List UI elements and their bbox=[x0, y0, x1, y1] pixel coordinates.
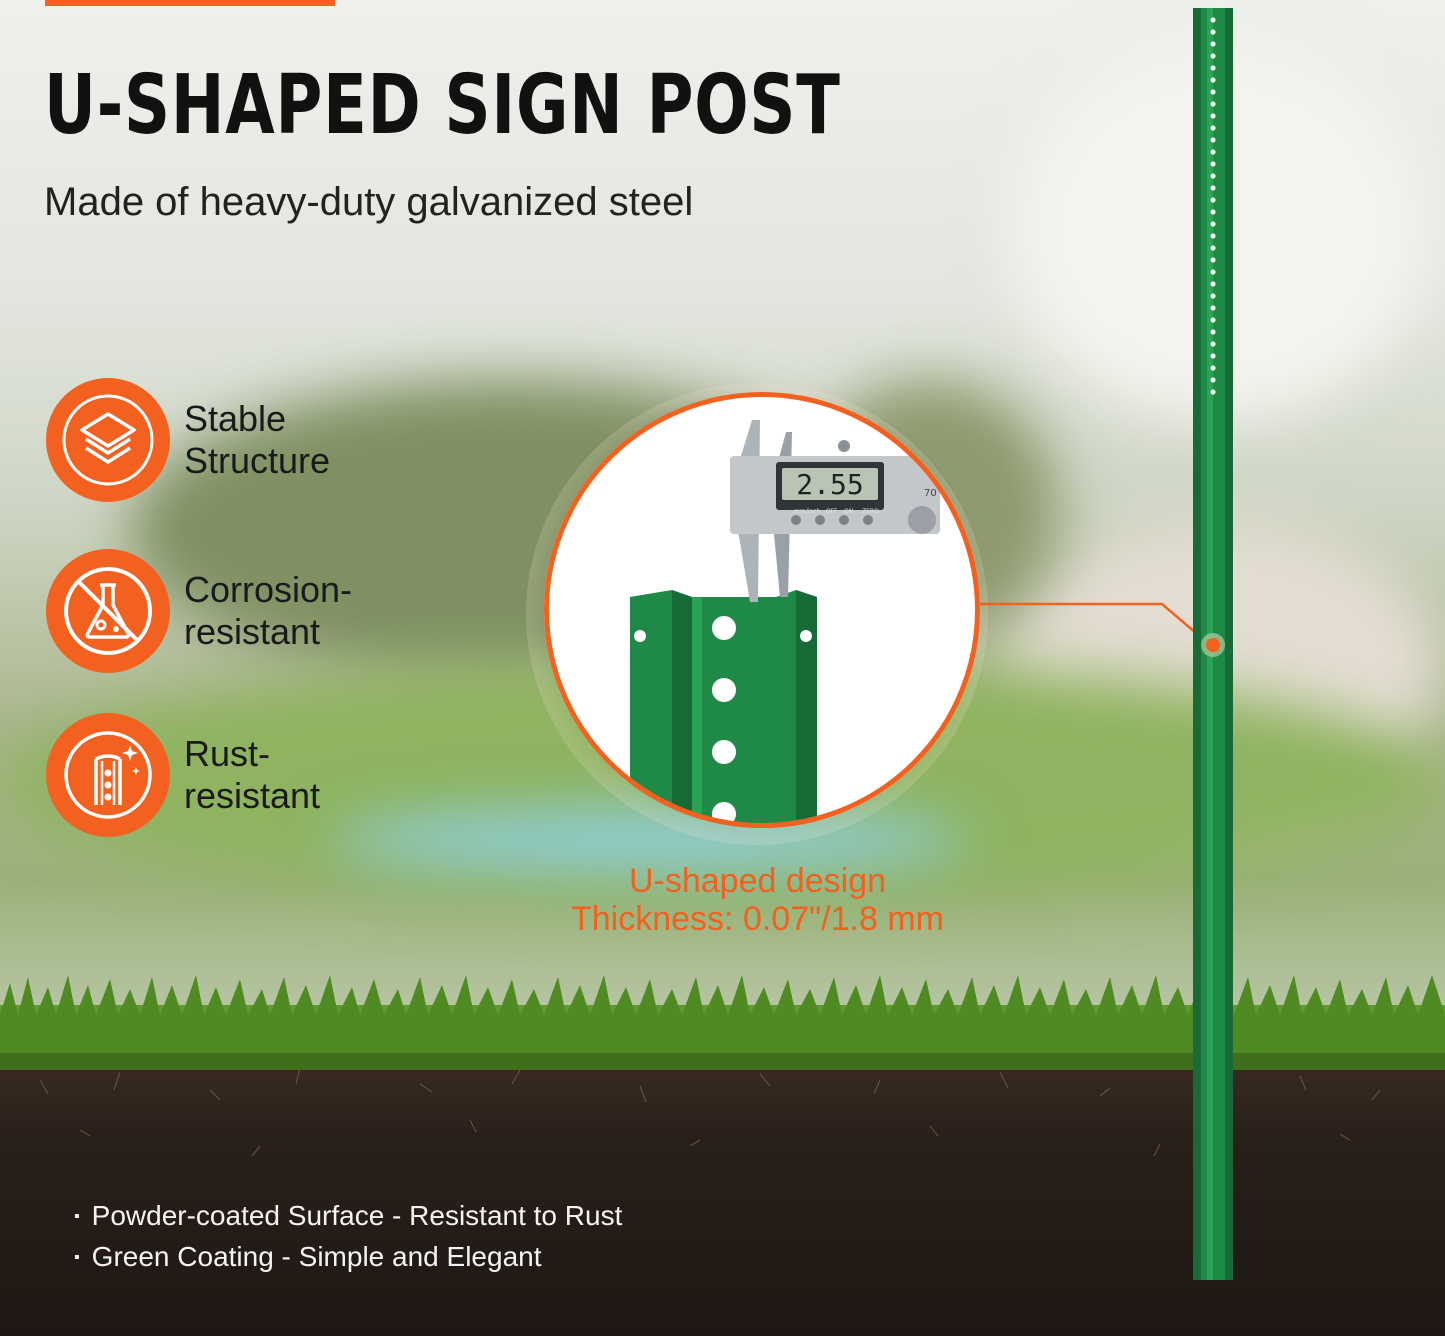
feature-rust-resistant: Rust- resistant bbox=[46, 713, 414, 837]
flask-icon bbox=[46, 549, 170, 673]
feature-corrosion-resistant: Corrosion- resistant bbox=[46, 549, 414, 673]
sign-post bbox=[1193, 8, 1233, 1280]
feature-label: Corrosion- resistant bbox=[184, 569, 353, 652]
sparkle-post-icon bbox=[46, 713, 170, 837]
page-subtitle: Made of heavy-duty galvanized steel bbox=[44, 180, 694, 224]
feature-bullets: Powder-coated Surface - Resistant to Rus… bbox=[74, 1196, 623, 1278]
callout-caption: U-shaped design Thickness: 0.07"/1.8 mm bbox=[480, 862, 1035, 938]
background-pool bbox=[330, 810, 970, 870]
feature-label: Rust- resistant bbox=[184, 733, 321, 816]
feature-stable-structure: Stable Structure bbox=[46, 378, 414, 502]
layers-icon bbox=[46, 378, 170, 502]
bullet-item: Powder-coated Surface - Resistant to Rus… bbox=[74, 1196, 623, 1237]
caption-thickness: Thickness: 0.07"/1.8 mm bbox=[571, 900, 944, 938]
caption-design: U-shaped design bbox=[628, 862, 887, 900]
feature-label: Stable Structure bbox=[184, 398, 331, 481]
page-title: U-SHAPED SIGN POST bbox=[44, 58, 841, 153]
callout-ring bbox=[544, 392, 980, 828]
accent-bar bbox=[45, 0, 335, 6]
bullet-item: Green Coating - Simple and Elegant bbox=[74, 1237, 622, 1278]
